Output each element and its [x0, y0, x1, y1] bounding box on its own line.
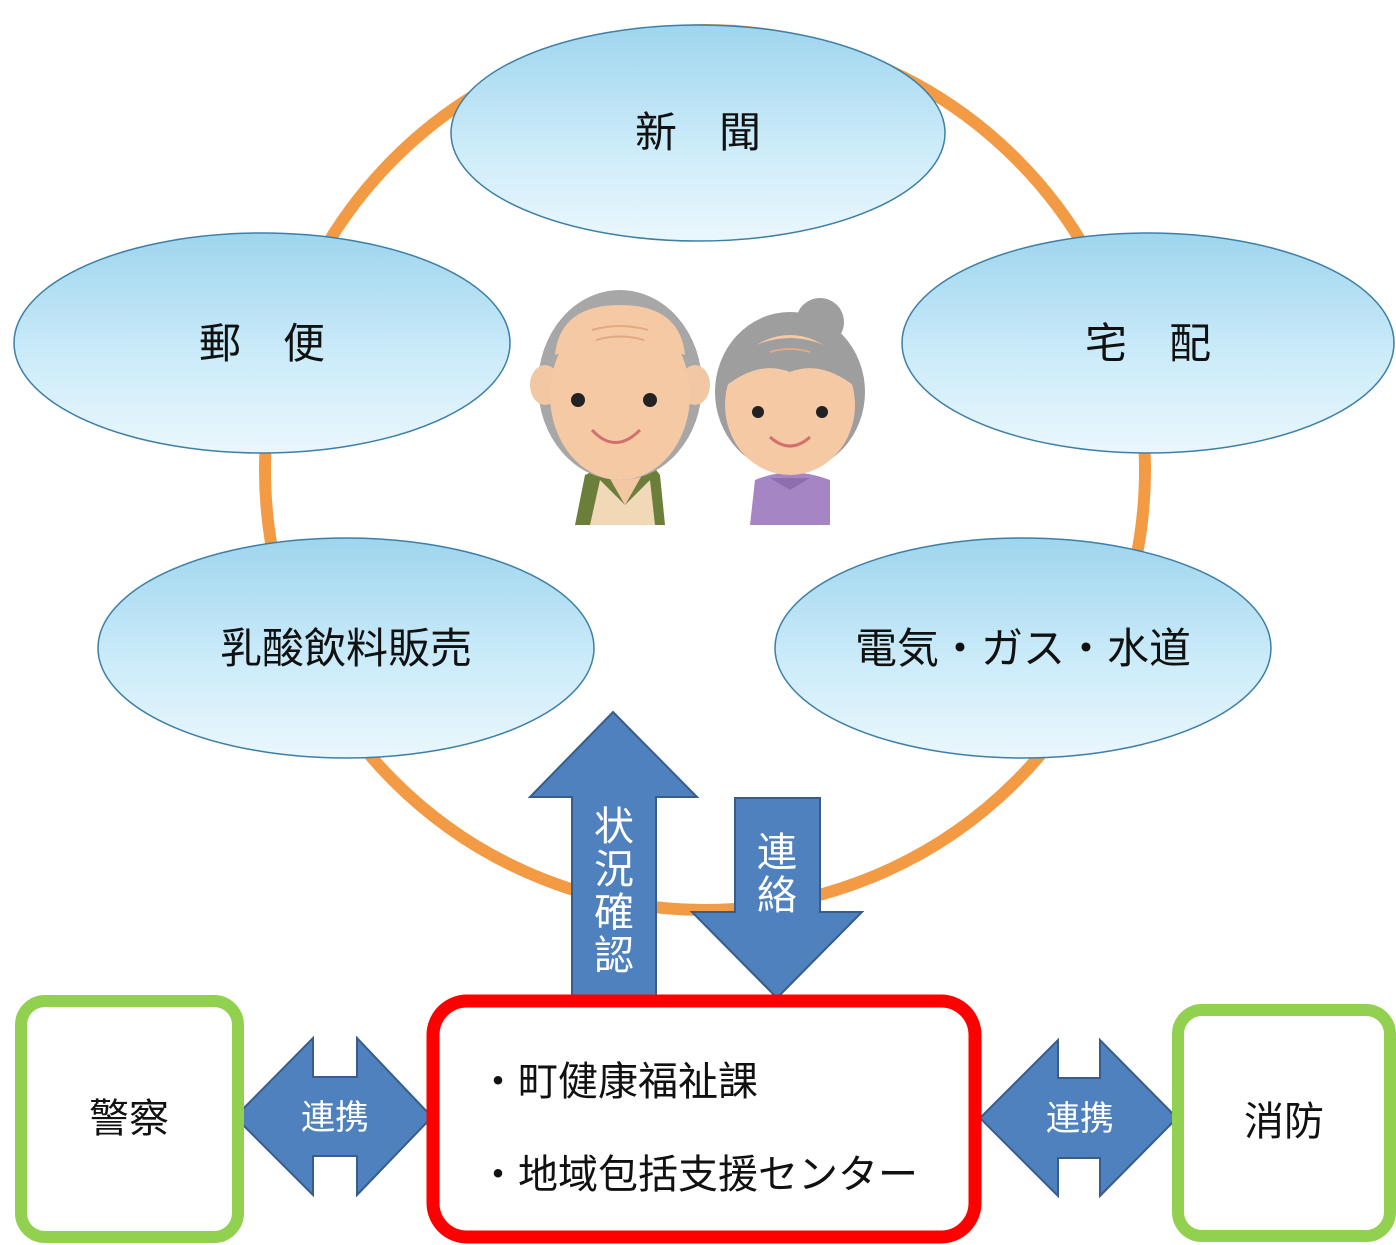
node-utilities-label: 電気・ガス・水道 — [855, 624, 1191, 673]
elderly-man-illustration — [530, 290, 710, 525]
status-check-arrow: 状 況 確 認 — [527, 710, 700, 1001]
contact-arrow: 連 絡 — [689, 797, 865, 1000]
center-org-support-center: ・地域包括支援センター — [478, 1152, 918, 1198]
status-check-char-3: 確 — [594, 890, 634, 936]
node-lactic-drink: 乳酸飲料販売 — [97, 537, 595, 759]
node-postal-label: 郵 便 — [199, 319, 325, 368]
contact-char-1: 連 — [757, 830, 797, 876]
police-box: 警察 — [15, 995, 244, 1243]
center-organizations-box: ・町健康福祉課 ・地域包括支援センター — [426, 994, 982, 1244]
police-label: 警察 — [89, 1096, 169, 1142]
node-delivery: 宅 配 — [901, 232, 1395, 454]
elderly-woman-illustration — [715, 298, 865, 525]
node-newspaper: 新 聞 — [450, 24, 946, 242]
node-postal: 郵 便 — [13, 232, 511, 454]
contact-char-2: 絡 — [757, 873, 797, 919]
status-check-char-1: 状 — [594, 804, 634, 850]
node-utilities: 電気・ガス・水道 — [774, 537, 1272, 759]
status-check-char-4: 認 — [594, 933, 634, 979]
node-newspaper-label: 新 聞 — [635, 108, 761, 157]
status-check-char-2: 況 — [594, 847, 634, 893]
left-cooperation-arrow: 連携 — [233, 1035, 434, 1198]
right-cooperation-arrow: 連携 — [978, 1037, 1179, 1199]
node-delivery-label: 宅 配 — [1085, 319, 1211, 368]
node-lactic-drink-label: 乳酸飲料販売 — [220, 624, 472, 673]
fire-department-box: 消防 — [1172, 1004, 1396, 1242]
left-cooperation-label: 連携 — [301, 1098, 369, 1138]
fire-department-label: 消防 — [1244, 1099, 1324, 1145]
center-org-health-welfare: ・町健康福祉課 — [478, 1059, 758, 1105]
right-cooperation-label: 連携 — [1046, 1099, 1114, 1139]
